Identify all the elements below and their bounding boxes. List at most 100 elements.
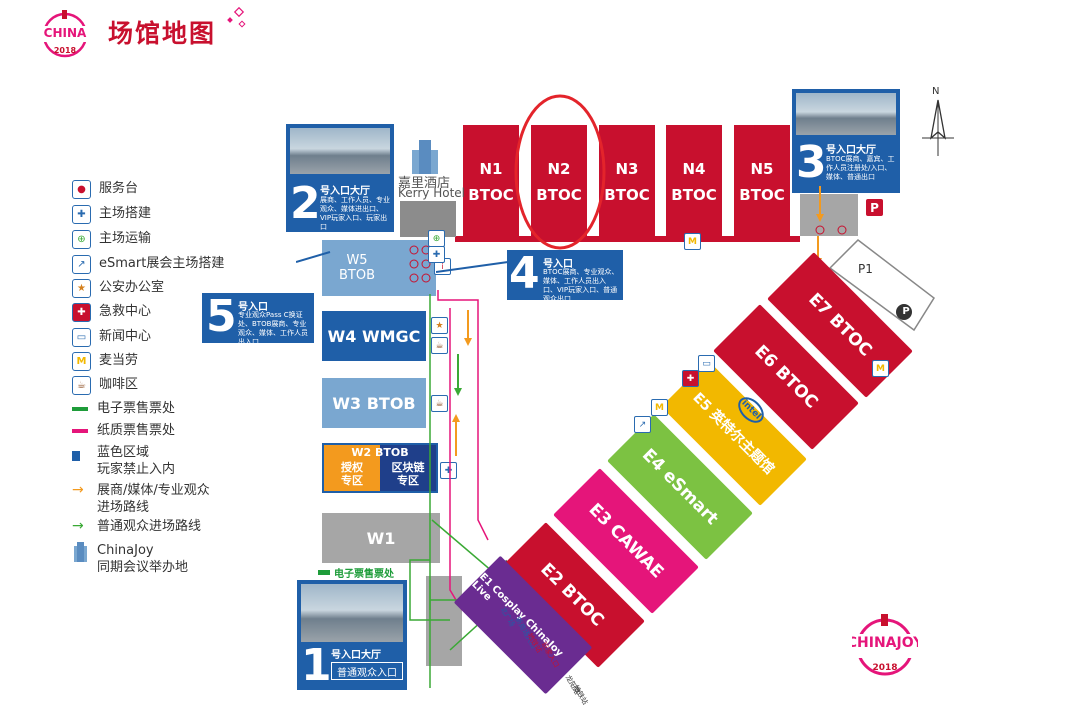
legend-item: ▭ 新闻中心 <box>72 328 151 347</box>
entrance-title: 号入口 <box>238 302 268 313</box>
entrance-desc: BTOC展商、嘉宾、工作人员注册处/入口、媒体、普通出口 <box>826 155 895 181</box>
building-icon <box>72 542 89 562</box>
entrance-number: 5 <box>206 291 237 342</box>
diamond-decor-icon <box>227 6 246 28</box>
legend-item: ☕ 咖啡区 <box>72 376 138 395</box>
green-line-icon <box>72 400 89 417</box>
north-corridor <box>455 236 800 242</box>
build-icon: ✚ <box>428 246 445 263</box>
legend-label: 主场搭建 <box>99 206 152 221</box>
legend-item: 纸质票售票处 <box>72 422 175 439</box>
legend-label: 电子票售票处 <box>97 401 176 416</box>
main-transport-icon: ⊕ <box>72 230 91 249</box>
news-center-icon: ▭ <box>698 355 715 372</box>
hall-type: BTOC <box>536 186 582 204</box>
entrance-3-photo <box>796 93 896 135</box>
e-ticket-label: 电子票售票处 <box>334 569 394 580</box>
entrance-title: 号入口大厅 <box>826 145 876 156</box>
hall-n2[interactable]: N2 BTOC <box>531 125 587 239</box>
w2-title: W2 BTOB <box>351 446 409 459</box>
legend-label: 急救中心 <box>99 304 152 319</box>
p1-parking-lot <box>828 239 935 332</box>
legend-item: 蓝色区域 玩家禁止入内 <box>72 444 175 478</box>
hall-w1[interactable]: W1 <box>322 513 440 563</box>
hall-w2[interactable]: W2 BTOB 授权 专区 区块链 专区 <box>322 443 438 493</box>
first-aid-icon: ✚ <box>72 303 91 322</box>
hall-name: N5 <box>750 160 774 178</box>
w5-service-cluster <box>392 236 438 296</box>
entrance-title: 号入口 <box>543 259 573 270</box>
entrance-2-card[interactable]: 2 号入口大厅 展商、工作人员、专业观众、媒体进出口、VIP玩家入口、玩家出口 <box>286 124 394 232</box>
logo-large-year: 2018 <box>872 663 897 673</box>
compass-north-label: N <box>932 86 940 97</box>
entrance-number: 4 <box>509 248 540 299</box>
entrance-1-card[interactable]: 1 号入口大厅 普通观众入口 <box>297 580 407 690</box>
legend-item: ★ 公安办公室 <box>72 279 164 298</box>
police-icon: ★ <box>72 279 91 298</box>
n2-highlight-ellipse <box>514 94 606 250</box>
entrance-number: 2 <box>290 178 321 229</box>
green-arrow-icon: → <box>72 518 84 534</box>
mcdonalds-icon: M <box>72 352 91 371</box>
esmart-build-icon: ↗ <box>634 416 651 433</box>
cafe-icon: ☕ <box>431 337 448 354</box>
cafe-icon: ☕ <box>72 376 91 395</box>
entrance-5-card[interactable]: 5 号入口 专业观众Pass C换证处、BTOB展商、专业观众、媒体、工作人员出… <box>202 291 314 346</box>
entrance-3-lobby <box>800 194 858 236</box>
entrance-number: 1 <box>301 640 332 691</box>
w2-blockchain-zone <box>380 445 436 491</box>
parking-icon: P <box>866 199 883 216</box>
p1-parking-mark: P <box>902 306 910 317</box>
legend-item: → 展商/媒体/专业观众 进场路线 <box>72 482 210 516</box>
hotel-name-cn: 嘉里酒店 <box>398 176 451 191</box>
hall-name: N1 <box>479 160 503 178</box>
p1-label: P1 <box>858 262 873 276</box>
route-arrow-entrance-5 <box>296 251 331 263</box>
chinajoy-logo-large: CHINAJOY 2018 <box>847 612 924 678</box>
first-aid-icon: ✚ <box>682 370 699 387</box>
esmart-build-icon: ↗ <box>72 255 91 274</box>
hall-w4[interactable]: W4 WMGC <box>322 311 426 361</box>
hall-type: BTOC <box>604 186 650 204</box>
entrance-1-photo <box>301 584 403 642</box>
hall-n4[interactable]: N4 BTOC <box>666 125 722 239</box>
hall-type: BTOC <box>739 186 785 204</box>
svg-text:CHINA: CHINA <box>44 26 87 40</box>
hall-name: N4 <box>682 160 706 178</box>
hall-name: N2 <box>547 160 571 178</box>
entrance-number: 3 <box>796 137 827 188</box>
entrance-desc: 专业观众Pass C换证处、BTOB展商、专业观众、媒体、工作人员出入口 <box>238 311 308 346</box>
hall-w3[interactable]: W3 BTOB <box>322 378 426 428</box>
legend-label: 麦当劳 <box>99 353 139 368</box>
main-build-icon: ✚ <box>72 205 91 224</box>
hall-n1[interactable]: N1 BTOC <box>463 125 519 239</box>
transport-icon: ⊕ <box>428 230 445 247</box>
red-line-icon <box>72 422 89 439</box>
legend-label: eSmart展会主场搭建 <box>99 256 225 271</box>
legend-label: 展商/媒体/专业观众 进场路线 <box>97 483 210 515</box>
legend-item: → 普通观众进场路线 <box>72 518 201 535</box>
hall-type: BTOB <box>338 268 375 283</box>
entrance-4-card[interactable]: 4 号入口 BTOC展商、专业观众、媒体、工作人员出入口、VIP玩家入口、普通观… <box>507 248 623 303</box>
legend-item: ● 服务台 <box>72 180 138 199</box>
hall-type: BTOC <box>671 186 717 204</box>
hall-n3[interactable]: N3 BTOC <box>599 125 655 239</box>
legend-label: 服务台 <box>99 181 139 196</box>
w2-licensing-zone <box>324 445 380 491</box>
service-desk-icon: ● <box>72 180 91 199</box>
entrance-3-card[interactable]: 3 号入口大厅 BTOC展商、嘉宾、工作人员注册处/入口、媒体、普通出口 <box>792 89 900 193</box>
mcdonalds-icon: M <box>872 360 889 377</box>
logo-large-text: CHINAJOY <box>852 635 918 651</box>
hall-w5[interactable]: W5 BTOB <box>322 240 392 296</box>
legend-label: 咖啡区 <box>99 377 139 392</box>
legend-label: 主场运输 <box>99 231 152 246</box>
hall-type: BTOC <box>468 186 514 204</box>
legend-label: ChinaJoy 同期会议举办地 <box>97 543 189 575</box>
legend-label: 普通观众进场路线 <box>97 519 202 534</box>
entrance-desc: 展商、工作人员、专业观众、媒体进出口、VIP玩家入口、玩家出口 <box>320 196 390 231</box>
hall-n5[interactable]: N5 BTOC <box>734 125 790 239</box>
legend-item: M 麦当劳 <box>72 352 138 371</box>
hall-name: N3 <box>615 160 639 178</box>
e-ticket-marker <box>318 570 330 575</box>
chinajoy-logo: CHINA 2018 <box>36 8 94 60</box>
